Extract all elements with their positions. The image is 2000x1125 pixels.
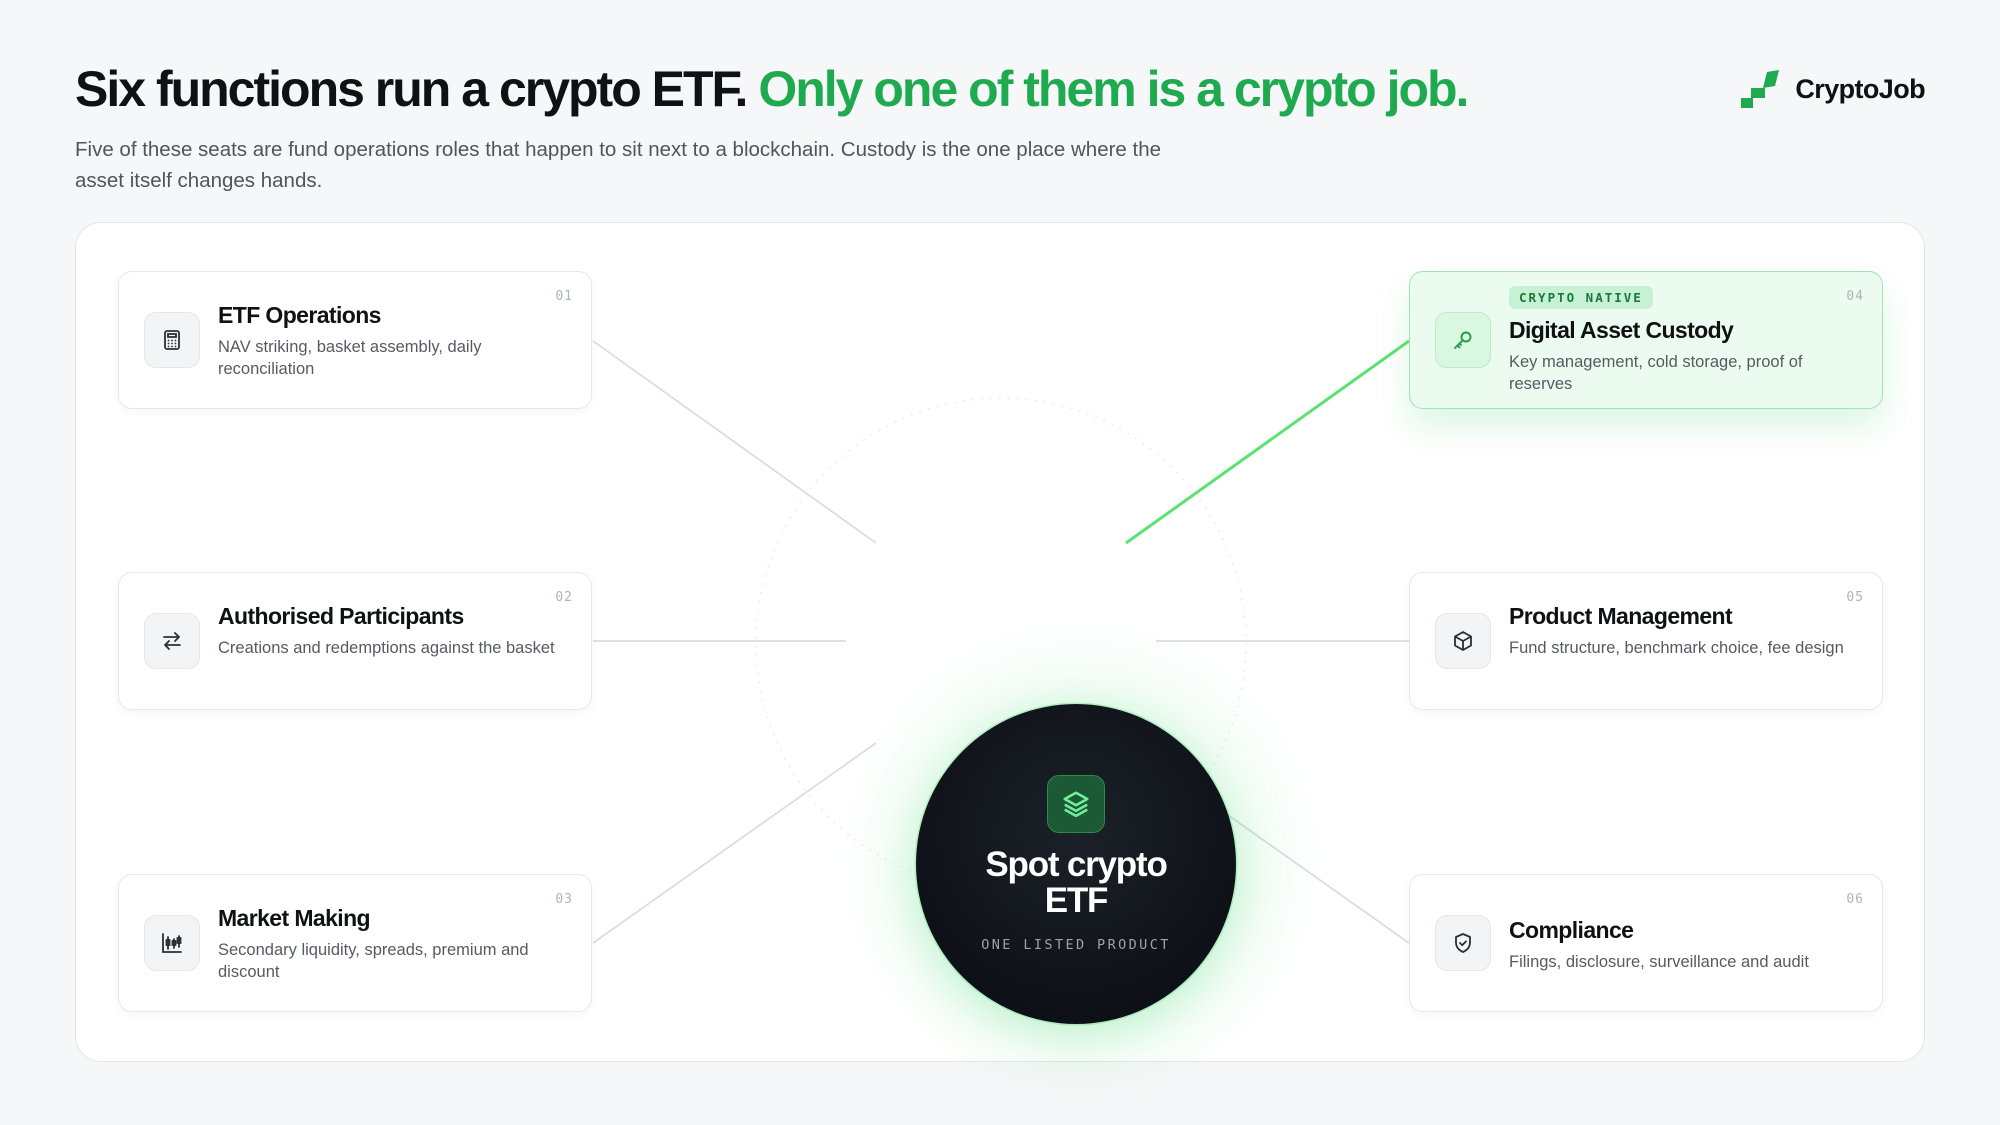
connector-01	[592, 340, 877, 544]
card-description: Secondary liquidity, spreads, premium an…	[218, 941, 529, 981]
card-title: Market Making	[218, 905, 371, 931]
card-body: CRYPTO NATIVE Digital Asset Custody Key …	[1509, 286, 1849, 395]
card-description: Creations and redemptions against the ba…	[218, 639, 555, 657]
card-body: Product Management Fund structure, bench…	[1509, 601, 1849, 659]
hub-dotted-ring	[755, 397, 1247, 889]
card-description: Filings, disclosure, surveillance and au…	[1509, 953, 1809, 971]
hub-spot-crypto-etf: Spot crypto ETF ONE LISTED PRODUCT	[916, 704, 1236, 1024]
card-body: Market Making Secondary liquidity, sprea…	[218, 903, 558, 983]
calculator-icon	[144, 312, 200, 368]
card-authorised-participants: 02 Authorised Participants Creations and…	[118, 572, 592, 710]
crypto-native-badge: CRYPTO NATIVE	[1509, 286, 1653, 309]
headline: Six functions run a crypto ETF. Only one…	[75, 58, 1575, 120]
card-description: NAV striking, basket assembly, daily rec…	[218, 338, 482, 378]
card-number: 05	[1846, 590, 1864, 605]
headline-accent: Only one of them is a crypto job.	[758, 61, 1469, 117]
card-description: Fund structure, benchmark choice, fee de…	[1509, 639, 1844, 657]
diagram-panel: Spot crypto ETF ONE LISTED PRODUCT 01 ET…	[75, 222, 1925, 1108]
card-number: 02	[555, 590, 573, 605]
layers-icon	[1047, 775, 1105, 833]
card-title: Digital Asset Custody	[1509, 317, 1734, 343]
page-header: Six functions run a crypto ETF. Only one…	[75, 58, 1575, 196]
cryptojob-logo-icon	[1741, 70, 1780, 108]
key-icon	[1435, 312, 1491, 368]
card-number: 03	[555, 892, 573, 907]
hub-subtitle: ONE LISTED PRODUCT	[981, 937, 1171, 953]
box-icon	[1435, 613, 1491, 669]
card-number: 01	[555, 289, 573, 304]
connector-03	[592, 742, 877, 944]
card-etf-operations: 01 ETF Operations NAV striking, basket a…	[118, 271, 592, 409]
shield-check-icon	[1435, 915, 1491, 971]
card-title: Compliance	[1509, 917, 1634, 943]
card-title: Authorised Participants	[218, 603, 464, 629]
brand-name: CryptoJob	[1795, 73, 1925, 104]
brand-logo: CryptoJob	[1737, 68, 1926, 110]
card-number: 04	[1846, 289, 1864, 304]
card-description: Key management, cold storage, proof of r…	[1509, 353, 1803, 393]
candlestick-icon	[144, 915, 200, 971]
hub-title: Spot crypto ETF	[985, 845, 1167, 920]
headline-main: Six functions run a crypto ETF.	[75, 61, 748, 117]
connector-04	[1125, 339, 1410, 545]
card-market-making: 03 Market Making Secondary liquidity, sp…	[118, 874, 592, 1012]
card-body: Compliance Filings, disclosure, surveill…	[1509, 915, 1849, 973]
card-product-management: 05 Product Management Fund structure, be…	[1409, 572, 1883, 710]
card-body: ETF Operations NAV striking, basket asse…	[218, 300, 558, 380]
card-digital-asset-custody: 04 CRYPTO NATIVE Digital Asset Custody K…	[1409, 271, 1883, 409]
card-title: Product Management	[1509, 603, 1733, 629]
card-title: ETF Operations	[218, 302, 381, 328]
card-compliance: 06 Compliance Filings, disclosure, surve…	[1409, 874, 1883, 1012]
card-number: 06	[1846, 892, 1864, 907]
subtitle: Five of these seats are fund operations …	[75, 138, 1162, 192]
card-body: Authorised Participants Creations and re…	[218, 601, 558, 659]
swap-arrows-icon	[144, 613, 200, 669]
